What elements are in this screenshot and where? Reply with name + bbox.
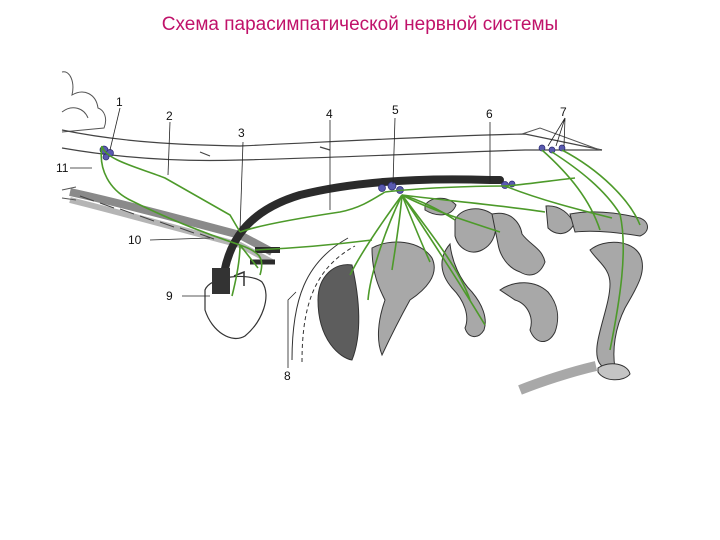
page-title: Схема парасимпатической нервной системы [161, 14, 559, 35]
brain-outline [61, 71, 107, 133]
heart [204, 268, 267, 340]
diaphragm [291, 237, 356, 363]
label-2: 2 [166, 109, 173, 123]
label-10: 10 [128, 233, 142, 247]
spinal-cord [61, 129, 603, 162]
label-4: 4 [326, 107, 333, 121]
nerves [100, 145, 641, 351]
label-5: 5 [392, 103, 399, 117]
colon [518, 241, 643, 395]
label-3: 3 [238, 126, 245, 140]
label-7: 7 [560, 105, 567, 119]
label-6: 6 [486, 107, 493, 121]
label-11: 11 [56, 161, 69, 175]
leader-lines [70, 107, 566, 368]
label-9: 9 [166, 289, 173, 303]
stomach [371, 241, 435, 357]
diagram-labels: 1 2 3 4 5 6 7 8 9 10 11 [56, 95, 567, 383]
sacral-outline [521, 127, 601, 151]
liver [317, 264, 360, 361]
label-8: 8 [284, 369, 291, 383]
label-1: 1 [116, 95, 123, 109]
